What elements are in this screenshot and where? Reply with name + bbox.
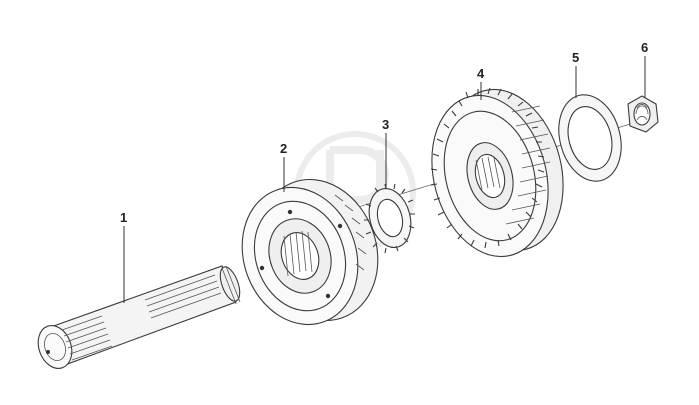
- callout-5: 5: [572, 50, 579, 65]
- callout-4: 4: [477, 66, 485, 81]
- part-3-gear-ring: [364, 183, 415, 254]
- callout-6: 6: [641, 40, 648, 55]
- leader-lines: [123, 56, 646, 303]
- part-1-shaft: [37, 265, 241, 369]
- callout-1: 1: [120, 210, 127, 225]
- part-6-hex-nut: [627, 95, 659, 133]
- part-4-large-gear: [430, 87, 564, 258]
- part-5-washer: [558, 94, 622, 182]
- callout-2: 2: [280, 141, 287, 156]
- callout-3: 3: [382, 117, 389, 132]
- part-2-synchronizer: [241, 178, 379, 326]
- callout-labels: 1 2 3 4 5 6: [120, 40, 648, 225]
